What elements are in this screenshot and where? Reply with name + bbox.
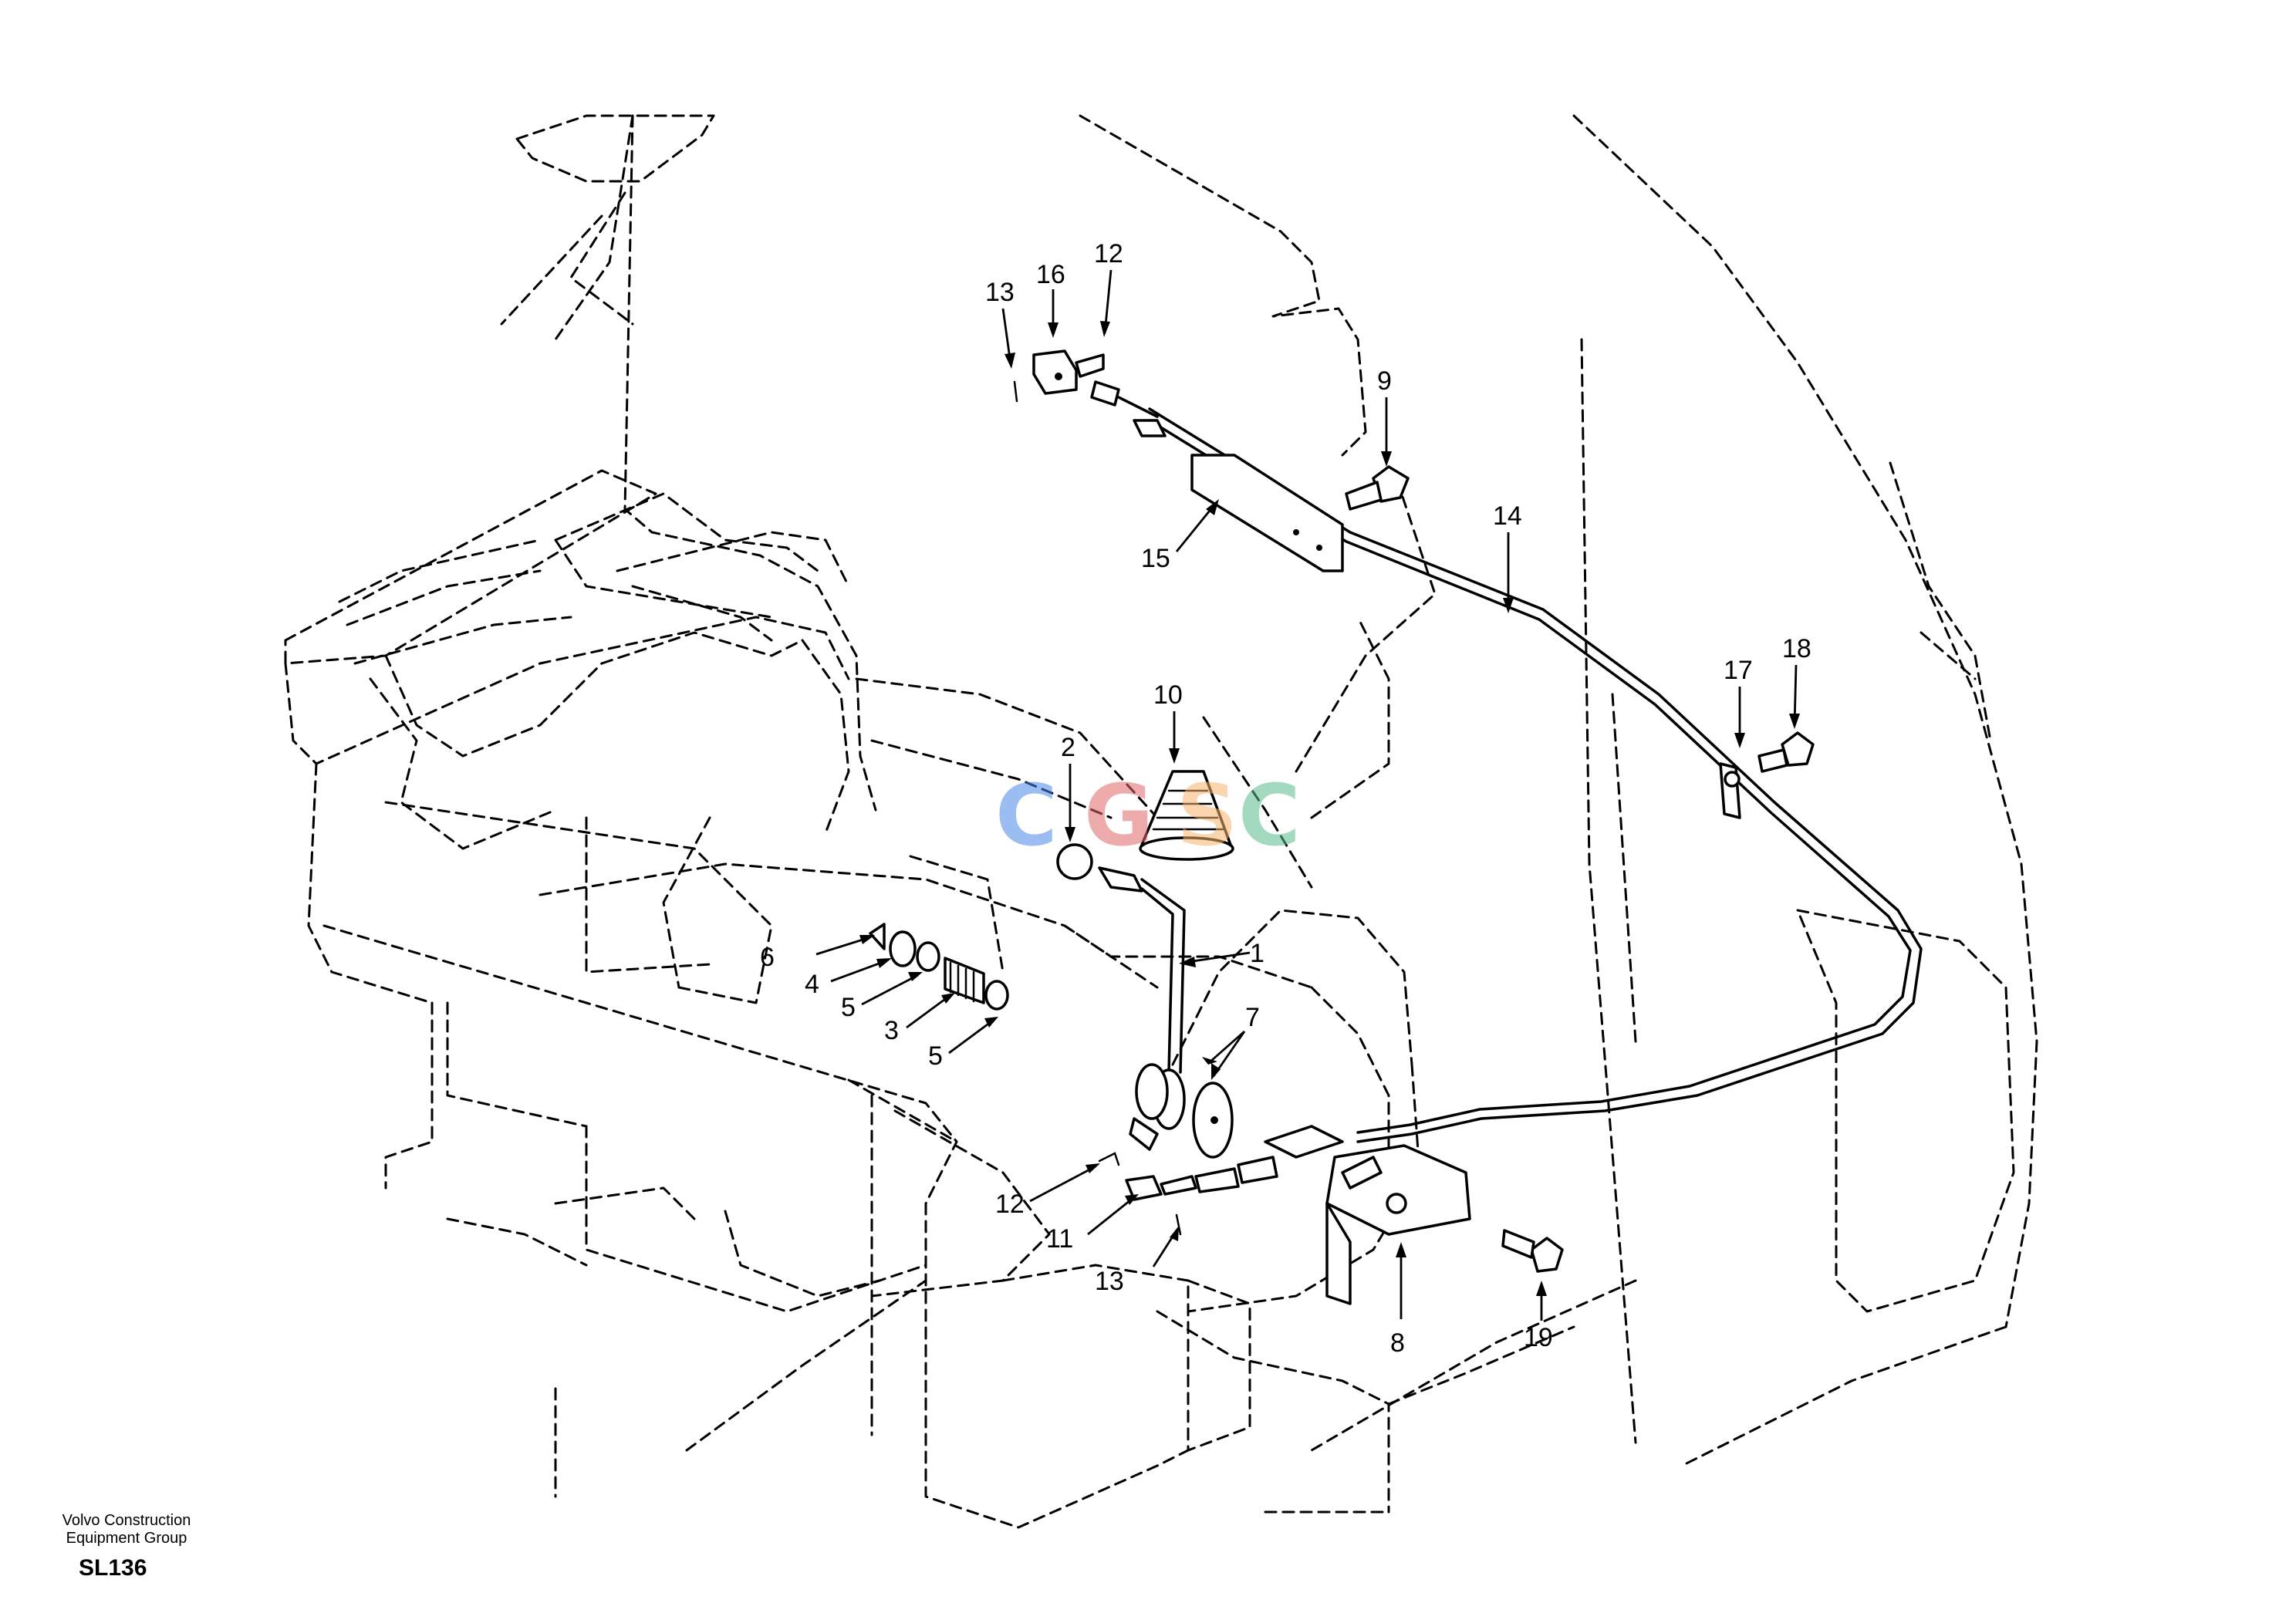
callout-5-upper: 5 [841,993,856,1022]
callout-5-lower: 5 [928,1041,943,1071]
watermark-letter: S [1177,766,1237,865]
callout-3: 3 [884,1016,899,1045]
bolt-part-9 [1345,465,1410,511]
friction-discs-part-7 [1129,1063,1234,1159]
upper-bracket-part-15 [1090,380,1344,572]
callout-11: 11 [1046,1224,1073,1254]
callout-17: 17 [1724,656,1753,685]
callout-10: 10 [1153,680,1183,710]
watermark-logo: C G S C [995,766,1301,865]
clevis-part-11 [1125,1156,1278,1201]
clamp-part-17 [1719,762,1741,819]
left-switch-panel-dashed [338,492,819,850]
callout-leaders [815,269,1800,1321]
callout-12-upper: 12 [1094,239,1123,268]
callout-8: 8 [1390,1328,1405,1358]
callout-1: 1 [1250,939,1264,968]
callout-15: 15 [1141,544,1170,573]
boot-part-10 [1139,770,1234,861]
callout-13-lower: 13 [1095,1267,1124,1296]
watermark-letter: C [995,766,1058,865]
callout-14: 14 [1493,501,1522,531]
clevis-part-16 [1032,349,1105,395]
knob-part-2 [1056,843,1093,880]
callout-19: 19 [1524,1323,1553,1352]
callout-18: 18 [1782,634,1811,663]
watermark-letter: G [1084,766,1153,865]
company-line-2: Equipment Group [66,1530,187,1547]
lower-bracket-part-8 [1264,1125,1471,1305]
footer: Volvo Construction Equipment Group SL136 [42,1512,211,1581]
bolt-part-18 [1757,731,1815,773]
cab-outline-dashed [500,114,2038,1467]
callout-13-upper: 13 [985,278,1015,307]
watermark-letter: C [1238,766,1301,865]
pins-parts-12-13 [1013,380,1182,1236]
callout-12-lower: 12 [995,1190,1025,1219]
bolt-part-19 [1501,1229,1564,1273]
throttle-lever-rod [1098,866,1186,1074]
callout-labels: 1 2 3 4 5 5 6 7 8 9 10 11 12 12 13 13 14… [760,239,1811,1358]
callout-7: 7 [1245,1003,1260,1032]
diagram-code: SL136 [79,1555,147,1581]
company-line-1: Volvo Construction [62,1512,191,1529]
callout-2: 2 [1061,733,1075,762]
callout-4: 4 [805,970,819,999]
spring-stack-parts-3-6 [869,923,1009,1011]
callout-6: 6 [760,943,775,972]
callout-9: 9 [1377,366,1392,396]
callout-16: 16 [1036,260,1065,289]
